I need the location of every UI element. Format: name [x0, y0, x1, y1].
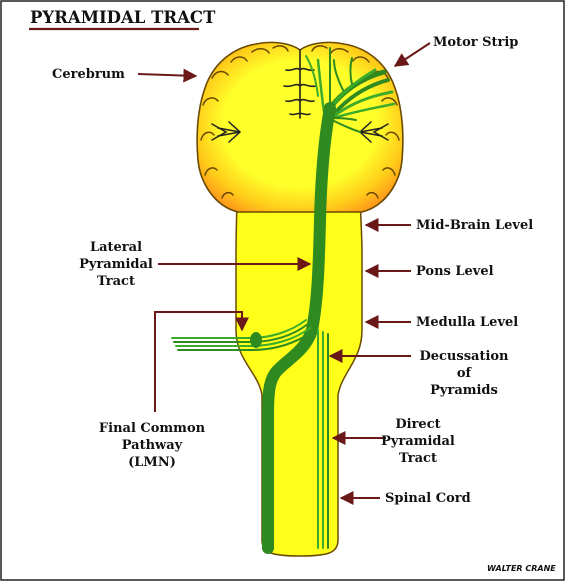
diagram-title: PYRAMIDAL TRACT: [30, 8, 216, 27]
label-direct-3: Tract: [399, 451, 437, 466]
label-decussation-1: Decussation: [419, 349, 509, 364]
label-direct-2: Pyramidal: [381, 434, 455, 449]
label-medulla: Medulla Level: [416, 315, 518, 330]
motor-neuron-cell: [250, 332, 262, 348]
label-decussation-2: of: [457, 366, 473, 381]
label-mid-brain: Mid-Brain Level: [416, 218, 533, 233]
label-lateral-1: Lateral: [90, 240, 142, 255]
spinal-cord-shape: [236, 188, 362, 556]
label-final-1: Final Common: [99, 421, 206, 436]
label-spinal-cord: Spinal Cord: [385, 491, 471, 506]
brain-illustration: [197, 42, 403, 556]
label-final-2: Pathway: [122, 438, 183, 453]
label-final-3: (LMN): [128, 455, 176, 470]
arrow-final-pathway: [155, 312, 242, 412]
label-cerebrum: Cerebrum: [52, 67, 125, 82]
label-direct-1: Direct: [395, 417, 440, 432]
label-lateral-2: Pyramidal: [79, 257, 153, 272]
artist-signature: WALTER CRANE: [487, 564, 556, 573]
label-pons: Pons Level: [416, 264, 494, 279]
label-decussation-3: Pyramids: [430, 383, 498, 398]
arrow-motor-strip: [395, 43, 430, 66]
label-lateral-3: Tract: [97, 274, 135, 289]
arrow-cerebrum: [138, 74, 196, 76]
label-motor-strip: Motor Strip: [433, 35, 518, 50]
